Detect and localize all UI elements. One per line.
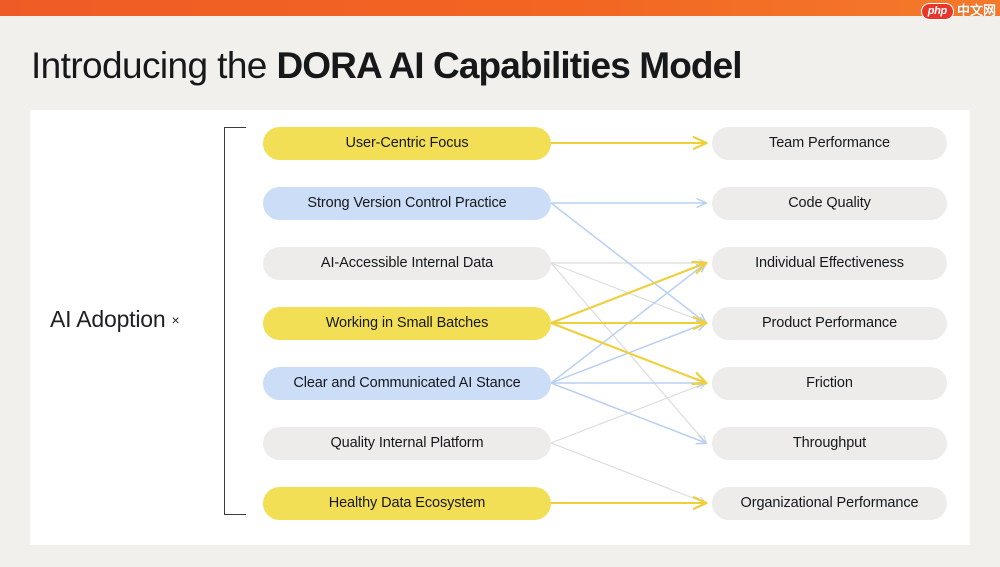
pill-label: Throughput — [792, 435, 867, 451]
multiply-icon: × — [171, 312, 180, 328]
pill-label: Strong Version Control Practice — [307, 195, 507, 211]
capability-pill-healthy-data-ecosystem[interactable]: Healthy Data Ecosystem — [263, 486, 551, 520]
pill-label: Team Performance — [769, 135, 890, 151]
outcome-pill-team-performance[interactable]: Team Performance — [712, 126, 947, 160]
pill-label: Individual Effectiveness — [755, 255, 904, 271]
site-name-label: 中文网 — [956, 3, 996, 18]
pill-label: AI-Accessible Internal Data — [320, 255, 494, 271]
pill-label: Code Quality — [788, 195, 871, 211]
capability-pill-user-centric-focus[interactable]: User-Centric Focus — [263, 126, 551, 160]
capability-pill-strong-version-control[interactable]: Strong Version Control Practice — [263, 186, 551, 220]
pill-label: Organizational Performance — [740, 495, 919, 511]
pill-label: Friction — [806, 375, 853, 391]
pill-label: Product Performance — [761, 315, 898, 331]
outcome-pill-friction[interactable]: Friction — [712, 366, 947, 400]
outcome-pill-organizational-performance[interactable]: Organizational Performance — [712, 486, 947, 520]
php-logo-icon: php — [920, 2, 954, 20]
pill-label: Quality Internal Platform — [330, 435, 484, 451]
pill-label: User-Centric Focus — [345, 135, 469, 151]
page-title-prefix: Introducing the — [31, 45, 277, 86]
capability-pill-working-small-batches[interactable]: Working in Small Batches — [263, 306, 551, 340]
outcome-pill-throughput[interactable]: Throughput — [712, 426, 947, 460]
capability-pill-quality-internal-platform[interactable]: Quality Internal Platform — [263, 426, 551, 460]
site-watermark: php 中文网 — [920, 0, 996, 22]
page-title-emphasis: DORA AI Capabilities Model — [276, 45, 742, 86]
top-accent-bar — [0, 0, 1000, 16]
cluster-label: AI Adoption × — [50, 306, 180, 333]
pill-label: Healthy Data Ecosystem — [328, 495, 486, 511]
cluster-label-text: AI Adoption — [50, 306, 166, 332]
capability-pill-ai-accessible-data[interactable]: AI-Accessible Internal Data — [263, 246, 551, 280]
outcome-pill-individual-effectiveness[interactable]: Individual Effectiveness — [712, 246, 947, 280]
grouping-bracket — [224, 127, 246, 515]
pill-label: Clear and Communicated AI Stance — [293, 375, 521, 391]
capability-pill-clear-ai-stance[interactable]: Clear and Communicated AI Stance — [263, 366, 551, 400]
outcome-pill-code-quality[interactable]: Code Quality — [712, 186, 947, 220]
pill-label: Working in Small Batches — [325, 315, 489, 331]
top-accent-bar-gradient — [0, 0, 1000, 16]
page-title: Introducing the DORA AI Capabilities Mod… — [31, 42, 743, 90]
outcome-pill-product-performance[interactable]: Product Performance — [712, 306, 947, 340]
